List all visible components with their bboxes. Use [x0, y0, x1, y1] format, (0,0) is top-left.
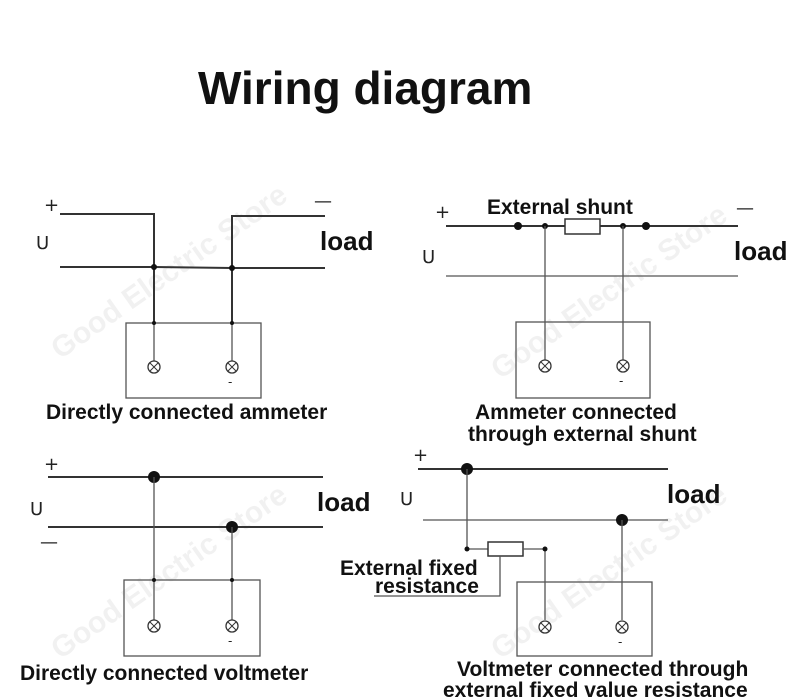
caption-line-2: through external shunt: [468, 423, 697, 446]
junction-dot: [229, 265, 235, 271]
meter-box: [515, 321, 651, 399]
resistance-callout-line: [374, 556, 501, 597]
caption: Directly connected ammeter: [46, 401, 327, 424]
terminal-icon: [616, 359, 630, 373]
junction-dot: [642, 222, 650, 230]
terminal-icon: [225, 619, 239, 633]
wire-positive: [60, 213, 155, 323]
shunt-label: External shunt: [487, 196, 633, 219]
watermark-1: Good Electric Store: [45, 178, 293, 366]
panel-voltmeter-direct: + — U load - Directly connected voltmete…: [20, 454, 370, 685]
wire-negative: [231, 215, 325, 323]
minus-symbol: —: [40, 532, 58, 553]
load-label: load: [734, 236, 787, 266]
plus-symbol: +: [44, 454, 59, 475]
caption-line-1: Ammeter connected: [475, 401, 677, 424]
wire-load-return: [60, 266, 325, 269]
minus-symbol: —: [314, 191, 332, 212]
terminal-minus-label: -: [228, 634, 232, 648]
meter-box: [516, 581, 653, 657]
caption: Directly connected voltmeter: [20, 662, 308, 685]
terminal-post: [152, 578, 156, 582]
resistance-label-line-2: resistance: [375, 575, 479, 598]
plus-symbol: +: [44, 195, 59, 216]
wire-to-resistor: [466, 469, 488, 550]
terminal-minus-label: -: [619, 374, 623, 388]
junction-dot: [542, 546, 548, 552]
terminal-icon: [538, 620, 552, 634]
shunt-resistor: [564, 218, 601, 235]
fixed-resistor: [487, 541, 524, 557]
panel-ammeter-shunt: + — U load External shunt - Ammeter conn…: [422, 196, 787, 446]
junction-dot: [151, 264, 157, 270]
panel-ammeter-direct: + — U load - Directly connected ammeter: [36, 191, 373, 424]
meter-box: [123, 579, 261, 657]
terminal-minus-label: -: [618, 635, 622, 649]
page-title: Wiring diagram: [198, 62, 532, 114]
meter-box: [125, 322, 262, 399]
terminal-icon: [538, 359, 552, 373]
voltage-symbol: U: [30, 499, 43, 520]
terminal-post: [152, 321, 156, 325]
terminal-icon: [147, 619, 161, 633]
voltage-symbol: U: [422, 247, 435, 268]
terminal-minus-label: -: [228, 375, 232, 389]
plus-symbol: +: [435, 202, 450, 223]
voltage-symbol: U: [36, 233, 49, 254]
load-label: load: [320, 226, 373, 256]
caption-line-1: Voltmeter connected through: [457, 658, 748, 681]
load-label: load: [317, 487, 370, 517]
terminal-icon: [615, 620, 629, 634]
panel-voltmeter-resistance: + U load External fixed resistance - Vol…: [340, 445, 748, 700]
watermark-3: Good Electric Store: [45, 478, 293, 666]
resistance-label-line-1: External fixed: [340, 557, 478, 580]
terminal-icon: [147, 360, 161, 374]
plus-symbol: +: [413, 445, 428, 466]
minus-symbol: —: [736, 198, 754, 219]
load-label: load: [667, 479, 720, 509]
junction-dot: [464, 546, 470, 552]
junction-dot: [514, 222, 522, 230]
terminal-post: [230, 321, 234, 325]
terminal-post: [230, 578, 234, 582]
voltage-symbol: U: [400, 489, 413, 510]
caption-line-2: external fixed value resistance: [443, 679, 748, 700]
terminal-icon: [225, 360, 239, 374]
